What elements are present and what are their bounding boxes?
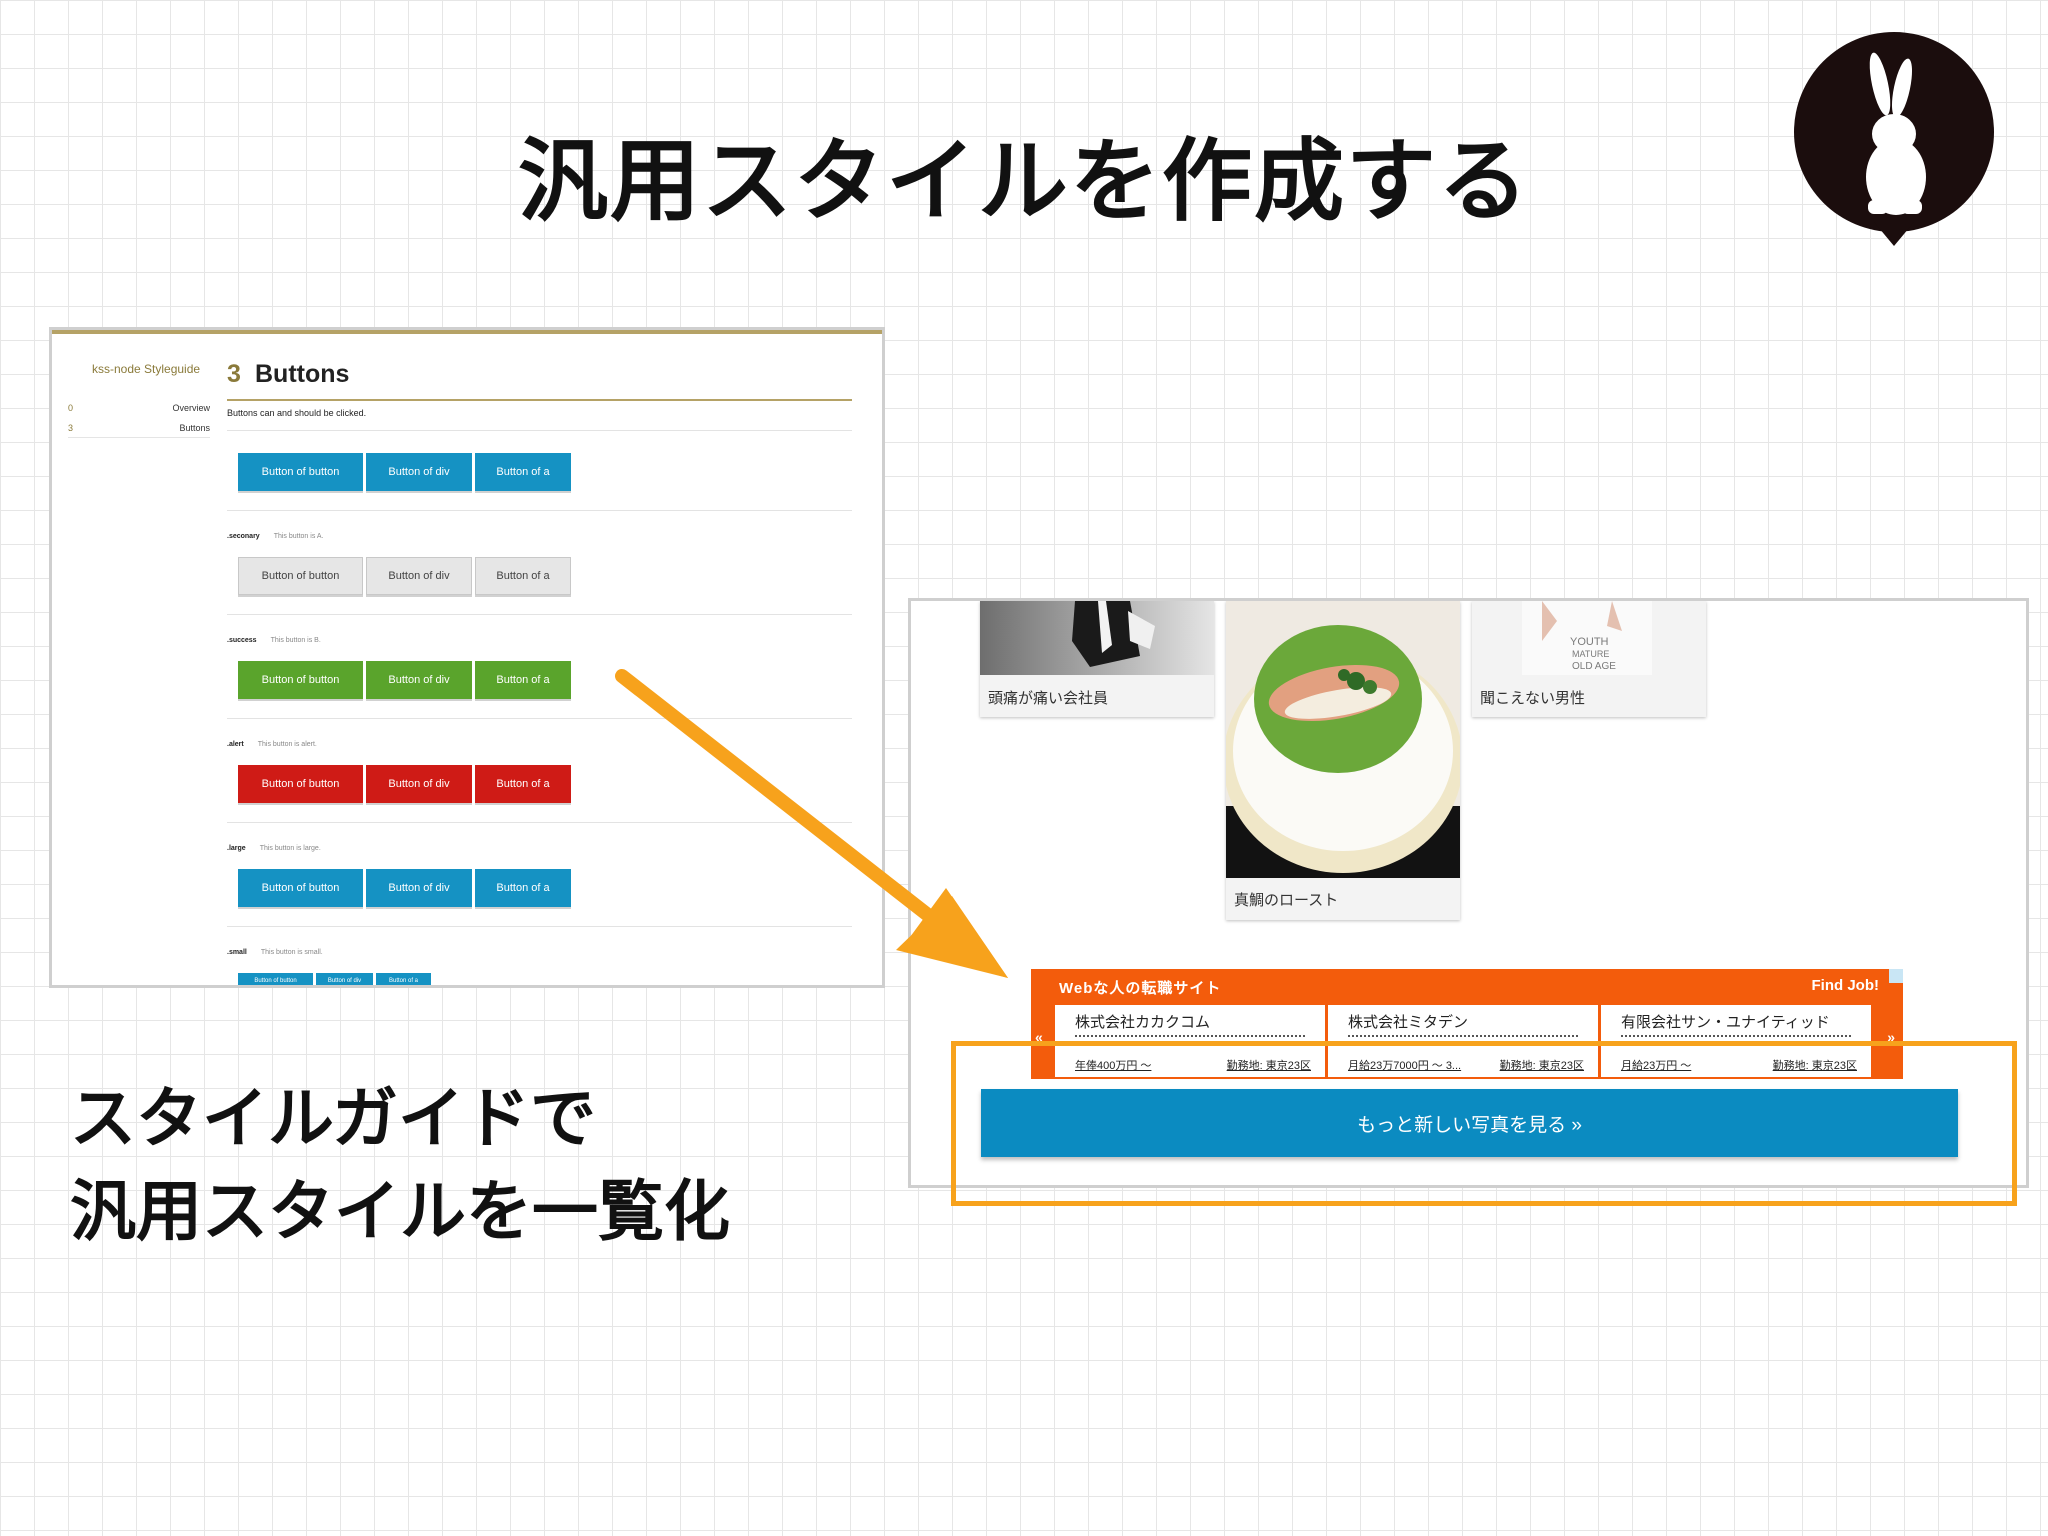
styleguide-name[interactable]: kss-node Styleguide xyxy=(92,362,201,376)
ad-job-title-clipped xyxy=(1075,1035,1305,1042)
button-of-div[interactable]: Button of div xyxy=(366,453,472,491)
modifier-name: .small xyxy=(227,949,247,956)
rabbit-logo-icon xyxy=(1794,32,1994,246)
tshirt-text: YOUTH xyxy=(1570,636,1609,648)
modifier-name: .large xyxy=(227,845,246,852)
button-of-a[interactable]: Button of a xyxy=(475,557,571,595)
divider xyxy=(227,430,852,431)
button-of-button[interactable]: Button of button xyxy=(238,557,363,595)
styleguide-screenshot: kss-node Styleguide 0 Overview 3 Buttons… xyxy=(49,327,885,988)
button-of-a[interactable]: Button of a xyxy=(376,973,431,985)
button-of-a[interactable]: Button of a xyxy=(475,765,571,803)
button-of-button[interactable]: Button of button xyxy=(238,765,363,803)
modifier-description: This button is alert. xyxy=(257,741,317,748)
photo-caption: 頭痛が痛い会社員 xyxy=(988,690,1109,707)
more-photos-button[interactable]: もっと新しい写真を見る » xyxy=(981,1089,1958,1157)
ad-company: 株式会社カカクコム xyxy=(1075,1014,1211,1031)
section-header: 3 Buttons xyxy=(227,354,852,401)
secondary-button-row: Button of button Button of div Button of… xyxy=(238,557,571,595)
photo-caption: 真鯛のロースト xyxy=(1234,892,1339,909)
photo-sea-bream-dish xyxy=(1226,601,1460,878)
photo-businessman xyxy=(980,601,1214,675)
button-of-button[interactable]: Button of button xyxy=(238,661,363,699)
ad-salary[interactable]: 年俸400万円 〜 xyxy=(1075,1060,1152,1072)
modifier-label: .small This button is small. xyxy=(227,949,323,956)
modifier-name: .seconary xyxy=(227,533,260,540)
section-description: Buttons can and should be clicked. xyxy=(227,408,367,418)
photo-card[interactable]: 頭痛が痛い会社員 xyxy=(980,601,1214,717)
photo-caption: 聞こえない男性 xyxy=(1480,690,1586,707)
ad-location[interactable]: 勤務地: 東京23区 xyxy=(1499,1060,1584,1072)
styleguide-top-border xyxy=(52,330,882,334)
success-button-row: Button of button Button of div Button of… xyxy=(238,661,571,699)
photo-card[interactable]: 真鯛のロースト xyxy=(1226,601,1460,920)
ad-salary[interactable]: 月給23万7000円 〜 3... xyxy=(1348,1060,1462,1072)
nav-item-label: Buttons xyxy=(179,423,210,433)
ad-company: 有限会社サン・ユナイティッド xyxy=(1621,1014,1830,1031)
ad-salary[interactable]: 月給23万円 〜 xyxy=(1621,1060,1692,1072)
button-of-a[interactable]: Button of a xyxy=(475,869,571,907)
caption-line-1: スタイルガイドで xyxy=(70,1079,597,1157)
button-of-button[interactable]: Button of button xyxy=(238,453,363,491)
divider xyxy=(227,614,852,615)
divider xyxy=(227,510,852,511)
modifier-description: This button is small. xyxy=(260,949,323,956)
ad-job-title-clipped xyxy=(1348,1035,1578,1042)
tshirt-text: MATURE xyxy=(1572,649,1609,659)
alert-button-row: Button of button Button of div Button of… xyxy=(238,765,571,803)
section-title: Buttons xyxy=(255,360,350,388)
small-button-row: Button of button Button of div Button of… xyxy=(238,973,431,985)
button-of-div[interactable]: Button of div xyxy=(366,557,472,595)
modifier-name: .alert xyxy=(227,741,244,748)
button-of-div[interactable]: Button of div xyxy=(366,661,472,699)
button-of-a[interactable]: Button of a xyxy=(475,661,571,699)
photo-tshirt-man: YOUTH MATURE OLD AGE xyxy=(1472,601,1706,675)
default-button-row: Button of button Button of div Button of… xyxy=(238,453,571,491)
ad-company: 株式会社ミタデン xyxy=(1348,1014,1469,1031)
button-of-button[interactable]: Button of button xyxy=(238,869,363,907)
button-of-a[interactable]: Button of a xyxy=(475,453,571,491)
section-number: 3 xyxy=(227,360,241,388)
nav-item-number: 3 xyxy=(68,423,74,433)
modifier-description: This button is large. xyxy=(259,845,321,852)
modifier-label: .large This button is large. xyxy=(227,845,321,852)
highlight-box xyxy=(951,1041,2017,1206)
ad-prev-arrow-icon[interactable]: « xyxy=(1035,1029,1043,1045)
tshirt-text: OLD AGE xyxy=(1572,661,1616,672)
nav-item-label: Overview xyxy=(172,403,210,413)
ad-info-icon[interactable] xyxy=(1889,969,1903,983)
slide-title: 汎用スタイルを作成する xyxy=(518,129,1530,234)
button-of-button[interactable]: Button of button xyxy=(238,973,313,985)
caption-line-2: 汎用スタイルを一覧化 xyxy=(70,1172,730,1250)
photo-card[interactable]: YOUTH MATURE OLD AGE 聞こえない男性 xyxy=(1472,601,1706,717)
ad-location[interactable]: 勤務地: 東京23区 xyxy=(1226,1060,1311,1072)
button-of-div[interactable]: Button of div xyxy=(366,765,472,803)
modifier-description: This button is A. xyxy=(273,533,324,540)
divider xyxy=(227,926,852,927)
divider xyxy=(227,822,852,823)
modifier-label: .success This button is B. xyxy=(227,637,321,644)
divider xyxy=(227,718,852,719)
ad-job-title-clipped xyxy=(1621,1035,1851,1042)
ad-brand[interactable]: Find Job! xyxy=(1811,977,1880,994)
ad-title: Webな人の転職サイト xyxy=(1059,980,1222,997)
large-button-row: Button of button Button of div Button of… xyxy=(238,869,571,907)
modifier-name: .success xyxy=(227,637,257,644)
ad-next-arrow-icon[interactable]: » xyxy=(1887,1029,1895,1045)
nav-divider xyxy=(68,437,210,438)
nav-item-number: 0 xyxy=(68,403,74,413)
button-of-div[interactable]: Button of div xyxy=(316,973,373,985)
ad-location[interactable]: 勤務地: 東京23区 xyxy=(1772,1060,1857,1072)
button-of-div[interactable]: Button of div xyxy=(366,869,472,907)
modifier-label: .alert This button is alert. xyxy=(227,741,317,748)
modifier-label: .seconary This button is A. xyxy=(227,533,324,540)
modifier-description: This button is B. xyxy=(270,637,321,644)
